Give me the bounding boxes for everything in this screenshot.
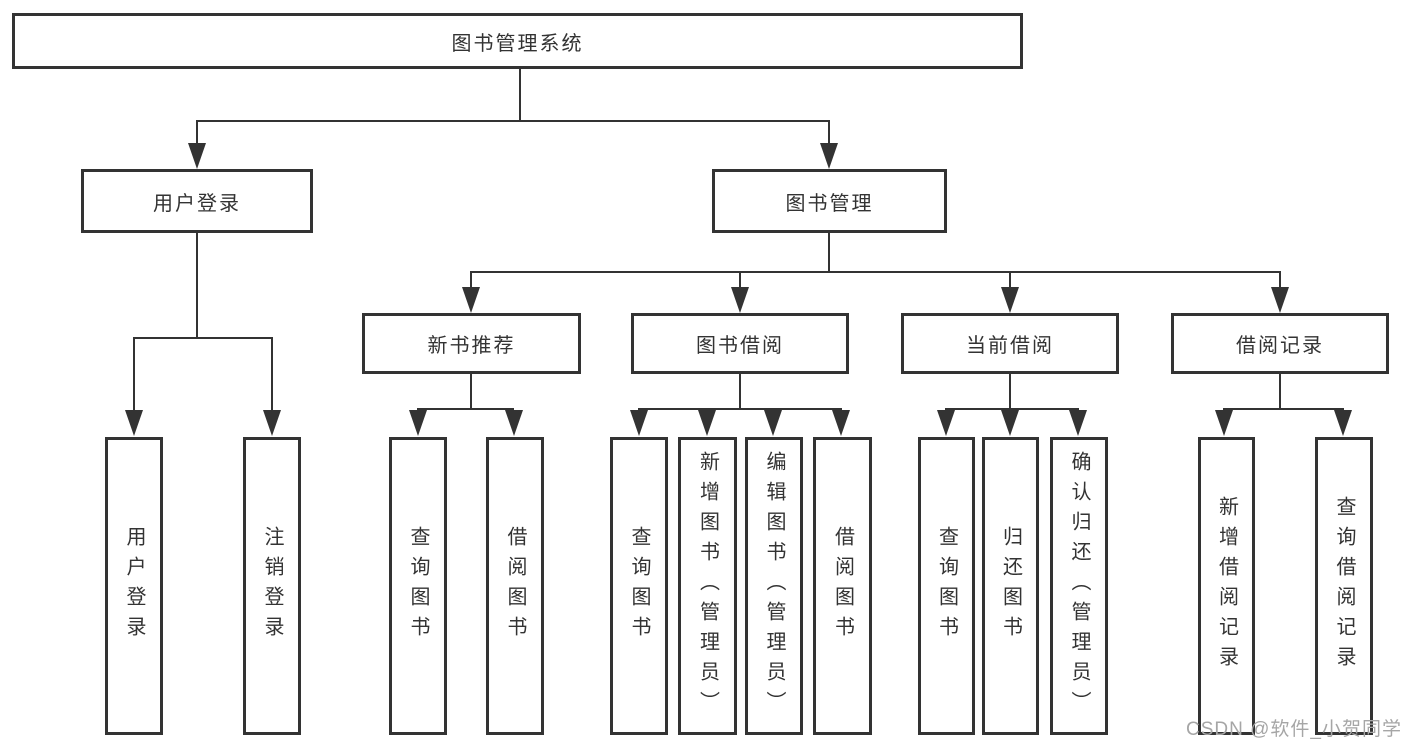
connector-new-book-stem <box>470 374 472 408</box>
connector-new-book-rail <box>417 408 514 410</box>
arrow-to-add-borrow-record <box>1215 410 1233 436</box>
connector-root-stem <box>519 69 521 120</box>
connector-user-login-rail <box>133 337 272 339</box>
arrow-to-add-book <box>698 410 716 436</box>
arrow-to-edit-book <box>764 410 782 436</box>
leaf-query-books-2: 查询图书 <box>610 437 668 735</box>
node-book-management: 图书管理 <box>712 169 947 233</box>
connector-leaf-logout-drop <box>271 337 273 412</box>
connector-book-management-rail <box>470 271 1280 273</box>
node-borrow-records: 借阅记录 <box>1171 313 1389 374</box>
leaf-logout: 注销登录 <box>243 437 301 735</box>
connector-borrow-records-drop <box>1279 271 1281 289</box>
connector-current-borrow-drop <box>1009 271 1011 289</box>
leaf-add-book-admin: 新增图书（管理员） <box>678 437 737 735</box>
connector-user-login-drop <box>196 120 198 145</box>
connector-book-management-stem <box>828 233 830 271</box>
node-new-book-recommend: 新书推荐 <box>362 313 581 374</box>
leaf-borrow-books-1: 借阅图书 <box>486 437 544 735</box>
node-user-login: 用户登录 <box>81 169 313 233</box>
connector-leaf-user-login-drop <box>133 337 135 412</box>
arrow-to-query-books-2 <box>630 410 648 436</box>
leaf-add-borrow-record: 新增借阅记录 <box>1198 437 1255 735</box>
leaf-query-borrow-record: 查询借阅记录 <box>1315 437 1373 735</box>
connector-current-borrow-stem <box>1009 374 1011 408</box>
leaf-query-books-3: 查询图书 <box>918 437 975 735</box>
leaf-confirm-return-admin: 确认归还（管理员） <box>1050 437 1108 735</box>
arrow-to-confirm-return <box>1069 410 1087 436</box>
csdn-watermark: CSDN @软件_小贺同学 <box>1186 719 1402 740</box>
connector-book-management-drop <box>828 120 830 145</box>
connector-borrow-records-rail <box>1223 408 1344 410</box>
leaf-edit-book-admin: 编辑图书（管理员） <box>745 437 803 735</box>
connector-book-borrow-drop <box>739 271 741 289</box>
arrow-to-user-login <box>188 143 206 169</box>
leaf-return-book: 归还图书 <box>982 437 1039 735</box>
leaf-borrow-books-2: 借阅图书 <box>813 437 872 735</box>
connector-new-book-drop <box>470 271 472 289</box>
leaf-query-books-1: 查询图书 <box>389 437 447 735</box>
node-root: 图书管理系统 <box>12 13 1023 69</box>
arrow-to-new-book-recommend <box>462 287 480 313</box>
arrow-to-book-management <box>820 143 838 169</box>
arrow-to-borrow-records <box>1271 287 1289 313</box>
connector-borrow-records-stem <box>1279 374 1281 408</box>
connector-book-borrow-stem <box>739 374 741 408</box>
arrow-to-borrow-books-1 <box>505 410 523 436</box>
node-current-borrow: 当前借阅 <box>901 313 1119 374</box>
connector-root-rail <box>196 120 830 122</box>
arrow-to-leaf-logout <box>263 410 281 436</box>
arrow-to-return-book <box>1001 410 1019 436</box>
arrow-to-book-borrow <box>731 287 749 313</box>
arrow-to-leaf-user-login <box>125 410 143 436</box>
connector-user-login-stem <box>196 233 198 337</box>
arrow-to-current-borrow <box>1001 287 1019 313</box>
arrow-to-borrow-books-2 <box>832 410 850 436</box>
connector-book-borrow-rail <box>638 408 842 410</box>
connector-current-borrow-rail <box>945 408 1079 410</box>
node-book-borrow: 图书借阅 <box>631 313 849 374</box>
arrow-to-query-books-1 <box>409 410 427 436</box>
leaf-user-login: 用户登录 <box>105 437 163 735</box>
arrow-to-query-books-3 <box>937 410 955 436</box>
arrow-to-query-borrow-record <box>1334 410 1352 436</box>
